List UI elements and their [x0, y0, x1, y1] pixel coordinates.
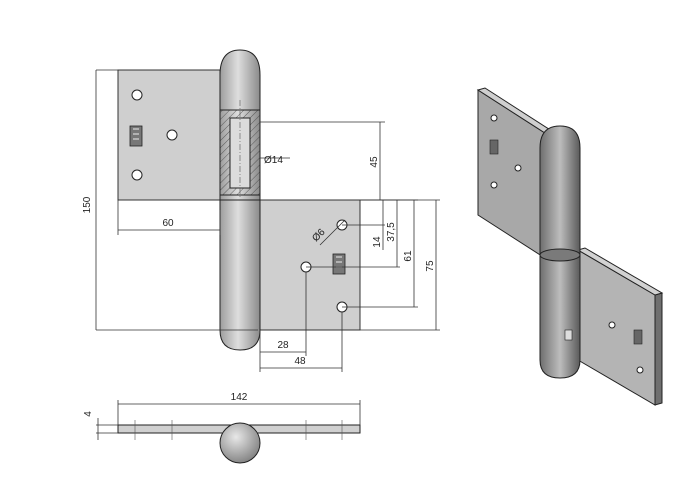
iso-barrel [539, 125, 581, 379]
hole [166, 129, 178, 141]
iso-lower-plate [577, 249, 656, 406]
hole [608, 321, 616, 329]
dim-hole-14: 14 [342, 200, 385, 250]
dim-label-60: 60 [162, 218, 174, 229]
brand-mark-icon [633, 329, 643, 345]
hole [490, 114, 498, 122]
dim-hole-75: 75 [360, 199, 440, 331]
dim-height-total: 150 [82, 69, 258, 331]
dim-label-75: 75 [425, 260, 436, 272]
brand-mark-icon [332, 253, 346, 275]
dim-label-45: 45 [369, 156, 380, 168]
dim-overall-length: 142 [117, 392, 361, 425]
dim-label-48: 48 [294, 356, 306, 367]
iso-upper-plate [477, 89, 549, 261]
hole [131, 89, 143, 101]
dim-thickness: 4 [83, 411, 118, 440]
dim-label-4: 4 [83, 411, 94, 417]
dim-label-61: 61 [403, 250, 414, 262]
brand-mark-icon [489, 139, 499, 155]
dim-pin-diameter: Ø14 [260, 155, 290, 166]
dim-label-142: 142 [231, 392, 248, 403]
hole [490, 181, 498, 189]
bottom-barrel [219, 422, 261, 464]
front-view: 150 60 Ø14 45 Ø6 14 [82, 49, 440, 372]
dim-hole-horiz-48: 48 [260, 312, 343, 372]
bottom-view: 142 4 [83, 392, 361, 464]
hole [514, 164, 522, 172]
hole [131, 169, 143, 181]
dim-label-150: 150 [82, 196, 93, 213]
hole [636, 366, 644, 374]
dim-label-28: 28 [277, 340, 289, 351]
dim-label-37-5: 37,5 [386, 222, 397, 242]
dim-label-pin-diameter: Ø14 [264, 155, 283, 166]
isometric-view [476, 87, 664, 406]
brand-mark-icon [129, 125, 143, 147]
hinge-barrel [219, 49, 261, 351]
dim-hole-horiz-28: 28 [259, 272, 307, 372]
dim-leaf-width: 60 [117, 200, 221, 235]
dim-label-14: 14 [372, 236, 383, 248]
